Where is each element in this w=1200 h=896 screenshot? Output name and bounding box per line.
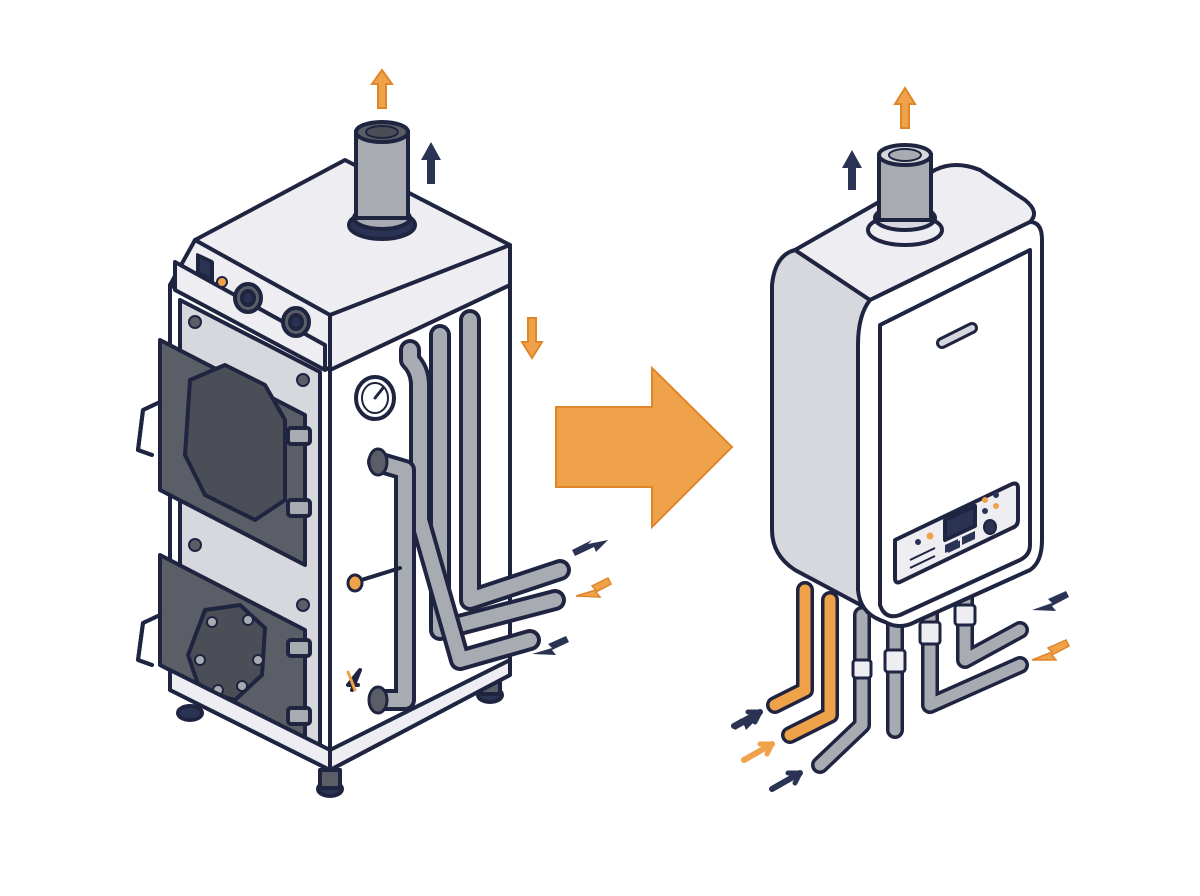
selector-knob (983, 519, 997, 535)
flue-exhaust-arrow-orange (370, 68, 394, 109)
new-flue-exhaust-arrow-orange (893, 86, 917, 129)
flow-in-arrow-orange (575, 576, 612, 598)
status-led-orange (926, 532, 934, 540)
pressure-gauge (354, 375, 396, 421)
lower-ash-door (136, 553, 312, 742)
new-boiler-flow-arrows (731, 86, 1070, 792)
old-boiler-flow-arrows (370, 68, 612, 655)
drain-valve (346, 668, 362, 692)
new-boiler-control-panel (893, 481, 1020, 585)
supply-down-arrow-orange (520, 317, 544, 360)
new-boiler-pipes (766, 581, 1029, 774)
flow-in-arrow-navy (532, 636, 569, 655)
old-boiler-pipes (346, 309, 571, 715)
digital-display (943, 504, 977, 542)
outlet-arrow-navy-2 (769, 770, 803, 792)
arrow-right-icon (555, 365, 734, 530)
boiler-control-panel (173, 253, 327, 372)
indicator-light (216, 276, 228, 288)
inlet-arrow-navy-1 (1032, 591, 1069, 611)
new-boiler-side-face (770, 248, 872, 612)
new-flue-exhaust-arrow-navy (842, 150, 862, 190)
upper-firebox-door (136, 338, 312, 567)
outlet-arrow-orange (741, 741, 775, 763)
old-boiler-flue-pipe (347, 120, 417, 241)
old-solid-fuel-boiler (136, 68, 612, 798)
power-switch (196, 253, 214, 283)
flue-exhaust-arrow-navy (421, 142, 441, 184)
new-wall-hung-boiler (731, 86, 1070, 792)
ash-door-hex-plate (186, 603, 267, 702)
new-boiler-flue-pipe (866, 143, 944, 247)
inlet-arrow-orange (1031, 639, 1070, 661)
flow-out-arrow-navy (572, 540, 608, 556)
